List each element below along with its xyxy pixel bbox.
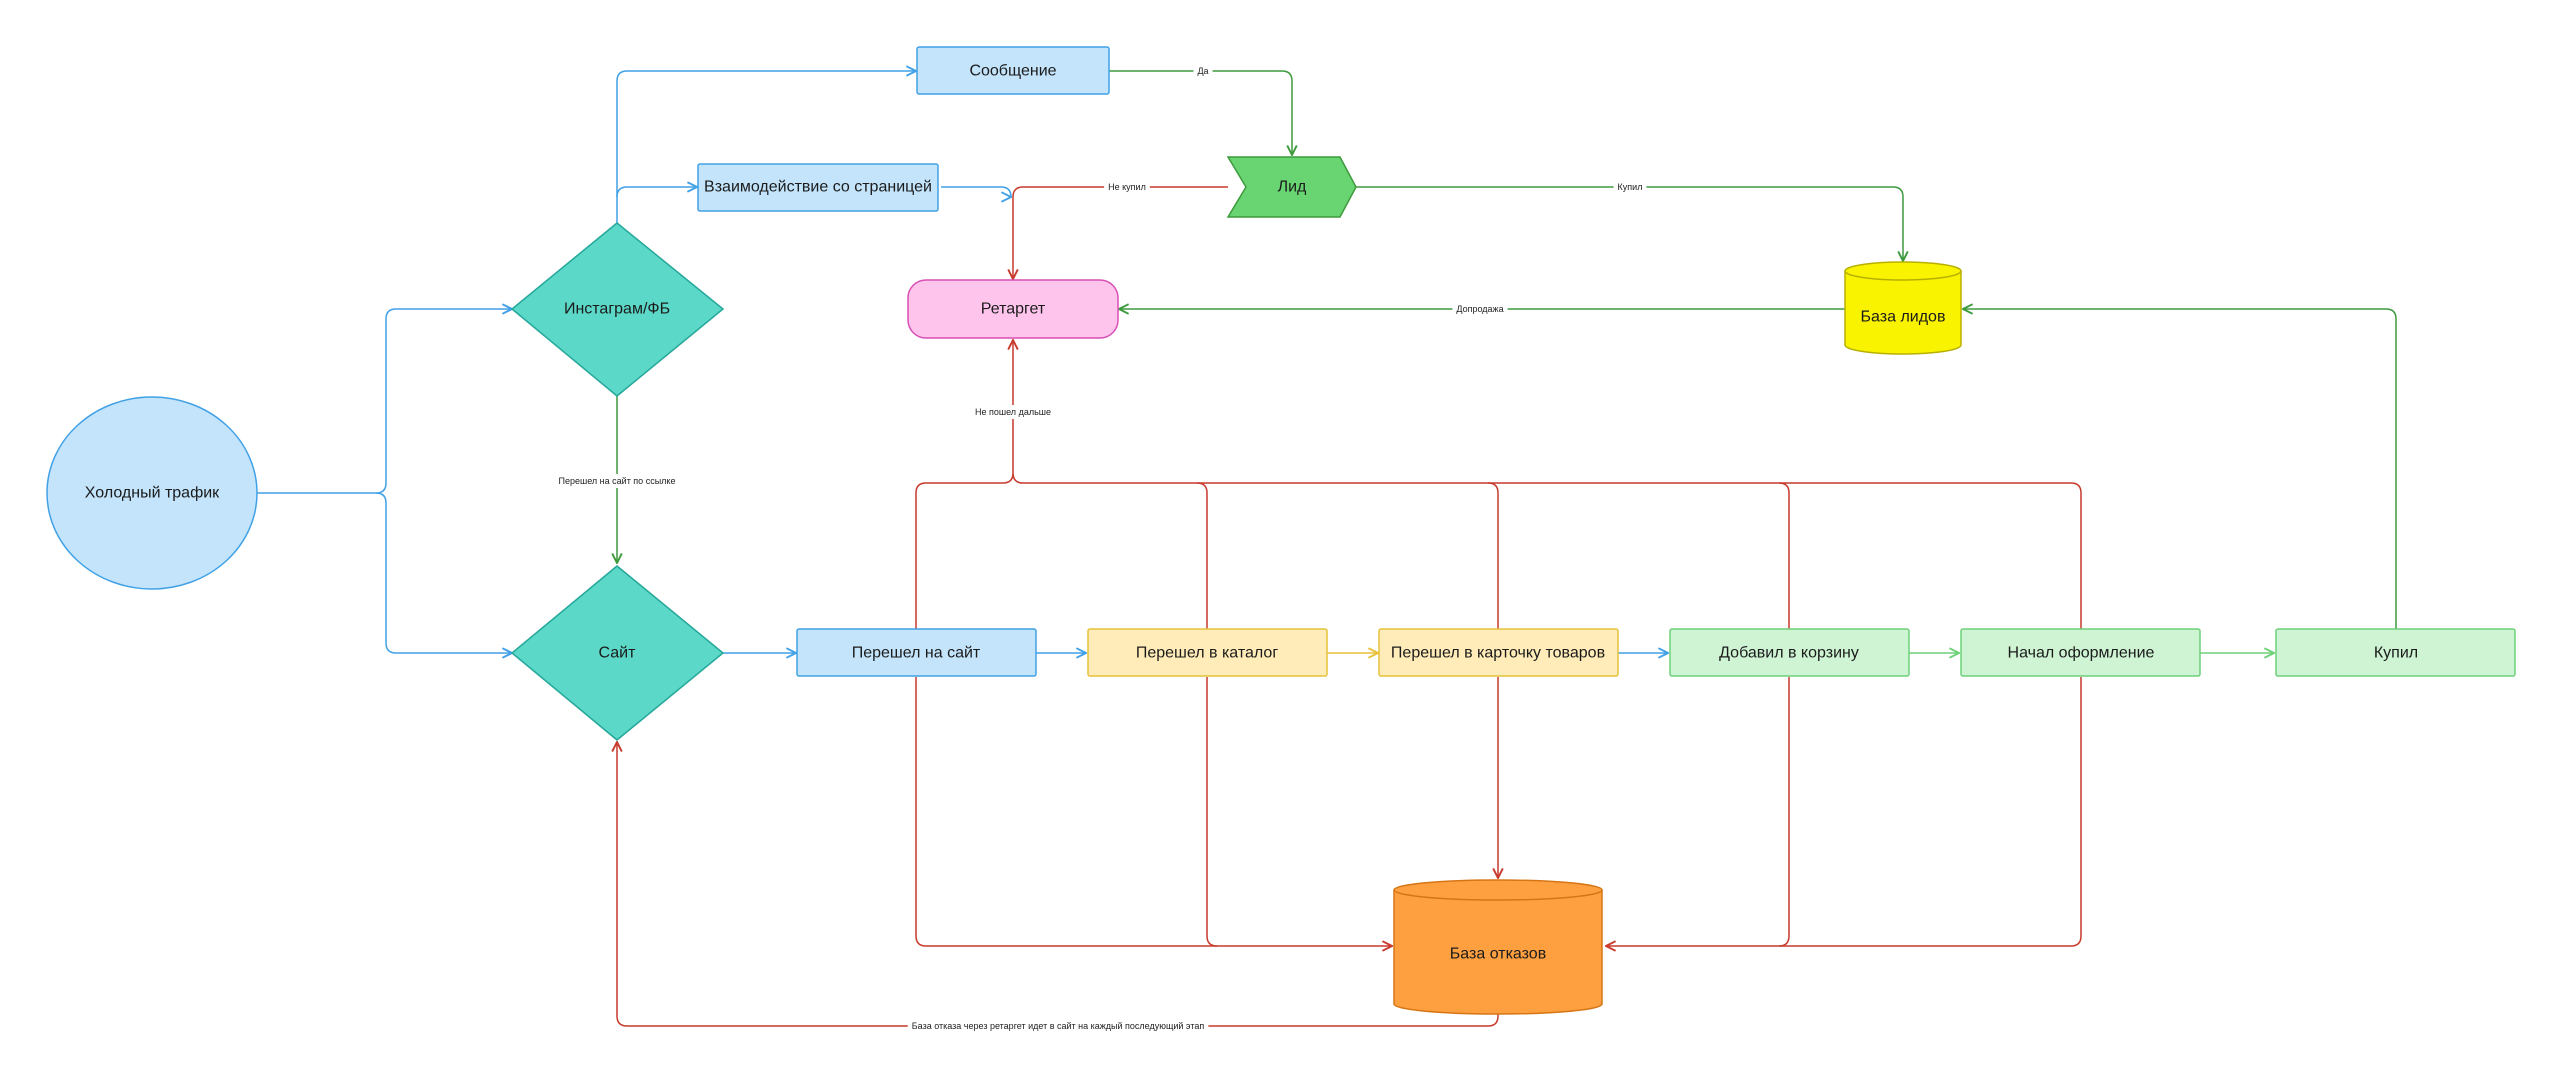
- node-page-interaction-label: Взаимодействие со страницей: [704, 179, 932, 196]
- edge-card-up: [1487, 482, 1499, 629]
- node-rejects-db[interactable]: База отказов: [1393, 879, 1603, 1015]
- node-page-interaction[interactable]: Взаимодействие со страницей: [697, 163, 939, 212]
- edge-lead-to-leads-db: [1356, 186, 1903, 261]
- edge-interaction-to-lead: [941, 186, 1011, 197]
- edge-label-yes: Да: [1197, 66, 1208, 76]
- node-leads-db-label: База лидов: [1861, 309, 1946, 326]
- node-site[interactable]: Сайт: [510, 565, 725, 741]
- node-message-label: Сообщение: [969, 63, 1056, 80]
- edge-labels: Да Не купил Купил Допродажа Не пошел дал…: [554, 64, 1647, 1033]
- edge-cart-up: [1778, 482, 1790, 629]
- edge-catalog-up: [1196, 482, 1208, 629]
- node-bought[interactable]: Купил: [2275, 628, 2516, 677]
- edge-cold-to-insta: [257, 309, 512, 494]
- node-lead[interactable]: Лид: [1226, 156, 1357, 218]
- edge-rejects-to-site: [617, 742, 1499, 1027]
- node-retarget[interactable]: Ретаргет: [907, 279, 1119, 339]
- edge-label-not-bought: Не купил: [1108, 182, 1146, 192]
- edge-checkout-to-rejects: [1606, 677, 2082, 946]
- node-checkout[interactable]: Начал оформление: [1960, 628, 2201, 677]
- node-cold-traffic[interactable]: Холодный трафик: [46, 396, 258, 590]
- node-site-label: Сайт: [599, 645, 637, 662]
- node-checkout-label: Начал оформление: [2008, 645, 2155, 662]
- edge-red-top-bus: [915, 472, 2082, 629]
- edge-label-link-to-site: Перешел на сайт по ссылке: [559, 476, 676, 486]
- edge-message-to-lead: [1109, 70, 1292, 155]
- node-retarget-label: Ретаргет: [981, 301, 1046, 318]
- node-cold-traffic-label: Холодный трафик: [85, 485, 220, 502]
- node-went-to-site-label: Перешел на сайт: [852, 645, 981, 662]
- node-bought-label: Купил: [2374, 645, 2418, 662]
- node-insta-fb-label: Инстаграм/ФБ: [564, 301, 670, 318]
- edge-label-reject-path: База отказа через ретаргет идет в сайт н…: [912, 1021, 1205, 1031]
- node-rejects-db-label: База отказов: [1450, 946, 1546, 963]
- edge-went-to-rejects: [915, 677, 1392, 946]
- edge-cold-to-site: [375, 492, 512, 653]
- node-insta-fb[interactable]: Инстаграм/ФБ: [510, 222, 725, 397]
- nodes: Холодный трафик Инстаграм/ФБ Сайт Сообще…: [46, 46, 2516, 1015]
- edge-cart-to-rejects: [1778, 677, 1790, 947]
- node-went-to-site[interactable]: Перешел на сайт: [796, 628, 1037, 677]
- edge-label-bought: Купил: [1618, 182, 1643, 192]
- edge-insta-to-message: [616, 71, 916, 223]
- node-product-card[interactable]: Перешел в карточку товаров: [1378, 628, 1619, 677]
- edge-insta-to-interaction: [616, 187, 697, 198]
- edge-bought-to-leads-db: [1963, 309, 2397, 629]
- edge-lead-to-retarget: [1013, 186, 1228, 279]
- node-product-card-label: Перешел в карточку товаров: [1391, 645, 1605, 662]
- node-catalog[interactable]: Перешел в каталог: [1087, 628, 1328, 677]
- node-leads-db[interactable]: База лидов: [1844, 261, 1962, 355]
- edge-label-upsell: Допродажа: [1456, 304, 1503, 314]
- node-catalog-label: Перешел в каталог: [1136, 645, 1278, 662]
- node-added-to-cart-label: Добавил в корзину: [1719, 645, 1859, 662]
- node-lead-label: Лид: [1278, 179, 1307, 196]
- node-added-to-cart[interactable]: Добавил в корзину: [1669, 628, 1910, 677]
- edge-label-no-further: Не пошел дальше: [975, 407, 1051, 417]
- node-message[interactable]: Сообщение: [916, 46, 1110, 95]
- edge-catalog-to-rejects: [1206, 677, 1218, 947]
